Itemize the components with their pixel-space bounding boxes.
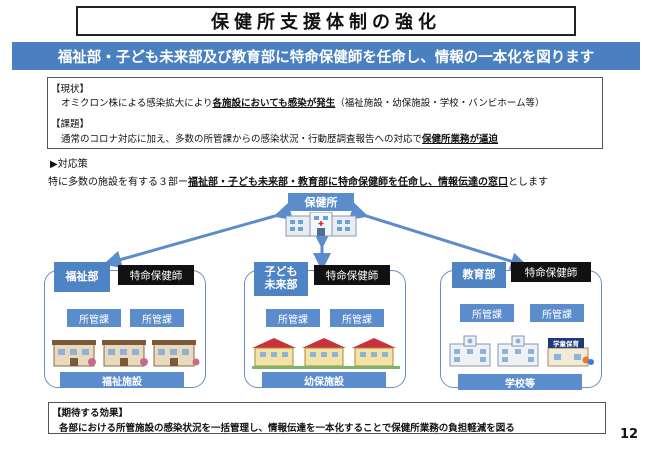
status-issue-box: 【現状】 オミクロン株による感染拡大により各施設においても感染が発生（福祉施設・… xyxy=(47,77,603,149)
children-nurse-label: 特命保健師 xyxy=(314,265,390,285)
school-facilities-icon xyxy=(449,335,594,367)
expected-effect-label: 【期待する効果】 xyxy=(52,408,129,419)
policy-post: とします xyxy=(508,177,548,188)
page-title: 保健所支援体制の強化 xyxy=(76,6,576,36)
welfare-sub2: 所管課 xyxy=(130,309,184,327)
current-status-label: 【現状】 xyxy=(51,84,90,95)
current-status-text: オミクロン株による感染拡大により各施設においても感染が発生（福祉施設・幼保施設・… xyxy=(61,95,544,109)
children-dept-line2: 未来部 xyxy=(264,278,298,291)
issue-label: 【課題】 xyxy=(51,119,90,130)
issue-text: 通常のコロナ対応に加え、多数の所管課からの感染状況・行動歴調査報告への対応で保健… xyxy=(61,131,498,145)
welfare-dept-box: 福祉部 xyxy=(54,262,110,292)
headline-banner-text: 福祉部・子ども未来部及び教育部に特命保健師を任命し、情報の一本化を図ります xyxy=(57,49,595,66)
expected-effect-box: 【期待する効果】 各部における所管施設の感染状況を一括管理し、情報伝達を一本化す… xyxy=(48,402,606,434)
nursery-facilities-icon xyxy=(252,338,400,369)
health-center-building-icon xyxy=(285,212,357,237)
children-dept-line1: 子ども xyxy=(264,265,298,279)
arrow-hokenjo-education xyxy=(348,202,529,270)
policy-emphasis: 福祉部・子ども未来部・教育部に特命保健師を任命し、情報伝達の窓口 xyxy=(188,177,508,188)
page-title-text: 保健所支援体制の強化 xyxy=(211,12,441,33)
expected-effect-text: 各部における所管施設の感染状況を一括管理し、情報伝達を一本化することで保健所業務… xyxy=(59,423,515,434)
welfare-facilities-icon xyxy=(52,340,200,367)
education-sub2: 所管課 xyxy=(530,304,584,322)
policy-text: 特に多数の施設を有する３部ー福祉部・子ども未来部・教育部に特命保健師を任命し、情… xyxy=(48,173,548,188)
arrow-hokenjo-welfare xyxy=(103,202,294,269)
children-sub2: 所管課 xyxy=(330,309,384,327)
children-dept-box: 子ども 未来部 xyxy=(254,262,308,296)
gakudo-sign: 学童保育 xyxy=(548,338,584,348)
policy-label: ▶対応策 xyxy=(50,159,88,170)
hokenjo-label: 保健所 xyxy=(288,193,354,211)
current-status-pre: オミクロン株による感染拡大により xyxy=(61,98,213,109)
policy-pre: 特に多数の施設を有する３部ー xyxy=(48,177,188,188)
welfare-footer: 福祉施設 xyxy=(60,372,184,388)
issue-emphasis: 保健所業務が逼迫 xyxy=(422,134,499,145)
children-footer: 幼保施設 xyxy=(262,372,386,388)
children-sub1: 所管課 xyxy=(266,309,320,327)
education-footer: 学校等 xyxy=(458,374,582,390)
page-number: 12 xyxy=(620,427,639,442)
issue-pre: 通常のコロナ対応に加え、多数の所管課からの感染状況・行動歴調査報告への対応で xyxy=(61,134,423,145)
welfare-sub1: 所管課 xyxy=(67,309,121,327)
current-status-post: （福祉施設・幼保施設・学校・バンビホーム等） xyxy=(335,98,545,109)
education-dept-box: 教育部 xyxy=(452,262,506,288)
welfare-nurse-label: 特命保健師 xyxy=(118,265,194,285)
education-sub1: 所管課 xyxy=(460,304,514,322)
headline-banner: 福祉部・子ども未来部及び教育部に特命保健師を任命し、情報の一本化を図ります xyxy=(12,42,640,70)
education-nurse-label: 特命保健師 xyxy=(511,262,591,282)
current-status-emphasis: 各施設においても感染が発生 xyxy=(212,98,336,109)
